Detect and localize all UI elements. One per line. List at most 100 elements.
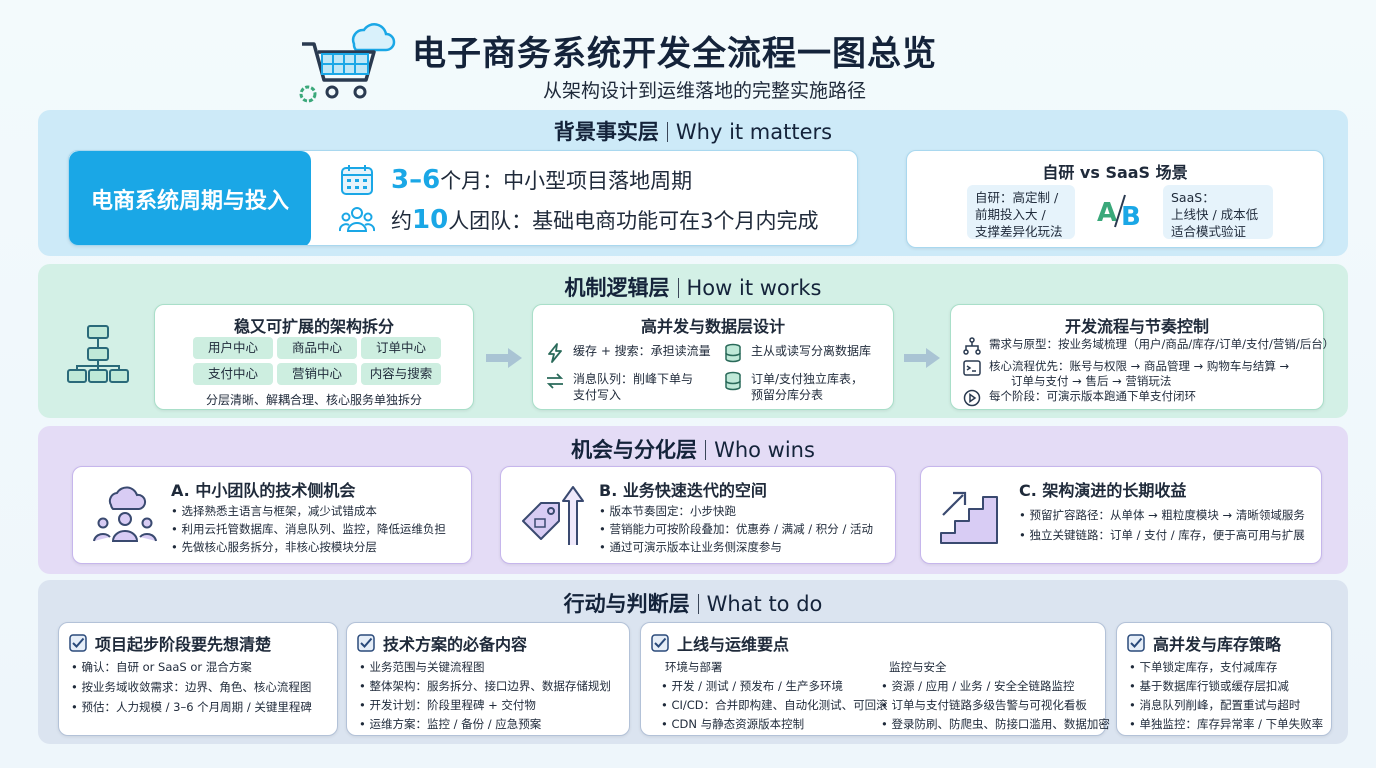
opp-a-item: • 利用云托管数据库、消息队列、监控，降低运维负担 (171, 522, 446, 536)
calendar-icon (341, 165, 373, 195)
saas-title: 自研 vs SaaS 场景 (1042, 163, 1188, 182)
hierarchy-icon (67, 325, 129, 383)
act-2-title: 技术方案的必备内容 (357, 631, 527, 655)
high-concurrency-card: 高并发与数据层设计 缓存 + 搜索：承担读流量 主从或读写分离数据库 消息队列：… (532, 304, 894, 410)
opp-c-item: • 预留扩容路径：从单体 → 粗粒度模块 → 清晰领域服务 (1019, 508, 1305, 522)
chip-payment-center: 支付中心 (193, 363, 273, 385)
dev-title: 开发流程与节奏控制 (1064, 317, 1209, 336)
act-3-title: 上线与运维要点 (651, 631, 789, 655)
page-subtitle: 从架构设计到运维落地的完整实施路径 (543, 80, 867, 102)
database-icon (725, 371, 741, 391)
act-4-item: • 下单锁定库存，支付减库存 (1129, 660, 1278, 674)
self-build-box: 自研：高定制 /前期投入大 /支撑差异化玩法 (967, 185, 1075, 239)
hc-item-sharding: 订单/支付独立库表，预留分库分表 (723, 371, 863, 403)
action-card-inventory: 高并发与库存策略 • 下单锁定库存，支付减库存 • 基于数据库行锁或缓存层扣减 … (1116, 622, 1332, 736)
ops-right-item: • 订单与支付链路多级告警与可视化看板 (881, 698, 1087, 712)
ops-left-item: • 开发 / 测试 / 预发布 / 生产多环境 (661, 679, 843, 693)
cart-cloud-icon (299, 23, 396, 103)
dev-item-milestone: 每个阶段：可演示版本跑通下单支付闭环 (963, 389, 1196, 407)
page-title: 电子商务系统开发全流程一图总览 (412, 34, 937, 74)
ops-left-item: • CDN 与静态资源版本控制 (661, 717, 805, 731)
action-card-ops: 上线与运维要点 环境与部署 • 开发 / 测试 / 预发布 / 生产多环境 • … (640, 622, 1110, 736)
opportunity-card-c: C. 架构演进的长期收益 • 预留扩容路径：从单体 → 粗粒度模块 → 清晰领域… (920, 466, 1322, 564)
tag-arrow-icon (522, 486, 584, 545)
self-vs-saas-card: 自研 vs SaaS 场景 自研：高定制 /前期投入大 /支撑差异化玩法 A B… (906, 150, 1324, 248)
a-b-compare-icon: A B (1097, 194, 1141, 232)
checkbox-icon (651, 634, 669, 652)
hc-item-mq: 消息队列：削峰下单与支付写入 (545, 371, 693, 403)
chip-product-center: 商品中心 (277, 337, 357, 359)
chip-user-center: 用户中心 (193, 337, 273, 359)
arrow-right-icon (486, 348, 522, 368)
opp-a-title: A. 中小团队的技术侧机会 (171, 481, 356, 500)
opp-b-title: B. 业务快速迭代的空间 (599, 481, 767, 500)
checkbox-icon (1127, 634, 1145, 652)
act-4-title: 高并发与库存策略 (1127, 631, 1281, 655)
cycle-team-row: 约 10 人团队：基础电商功能可在3个月内完成 (339, 203, 819, 237)
opp-a-item: • 先做核心服务拆分，非核心按模块分层 (171, 540, 377, 554)
opp-a-item: • 选择熟悉主语言与框架，减少试错成本 (171, 504, 377, 518)
exchange-icon (546, 373, 564, 389)
hc-item-db: 主从或读写分离数据库 (723, 343, 871, 363)
play-circle-icon (963, 389, 981, 407)
checkbox-icon (357, 634, 375, 652)
opportunity-card-b: B. 业务快速迭代的空间 • 版本节奏固定：小步快跑 • 营销能力可按阶段叠加：… (500, 466, 896, 564)
terminal-icon (963, 360, 981, 376)
chip-order-center: 订单中心 (361, 337, 441, 359)
act-2-item: • 业务范围与关键流程图 (359, 660, 485, 674)
ops-left-item: • CI/CD：合并即构建、自动化测试、可回滚 (661, 698, 888, 712)
opp-c-title: C. 架构演进的长期收益 (1019, 481, 1187, 500)
hc-item-cache: 缓存 + 搜索：承担读流量 (545, 343, 711, 363)
header: 电子商务系统开发全流程一图总览 从架构设计到运维落地的完整实施路径 (0, 8, 1376, 104)
ops-left-head: 环境与部署 (665, 660, 723, 674)
act-1-item: • 按业务域收敛需求：边界、角色、核心流程图 (71, 680, 312, 694)
ops-right-item: • 登录防刷、防爬虫、防接口滥用、数据加密 (881, 717, 1110, 731)
saas-box: SaaS：上线快 / 成本低适合模式验证 (1163, 185, 1273, 239)
architecture-card: 稳又可扩展的架构拆分 用户中心 商品中心 订单中心 支付中心 营销中心 内容与搜… (154, 304, 474, 410)
act-1-item: • 预估：人力规模 / 3–6 个月周期 / 关键里程碑 (71, 700, 312, 714)
chip-marketing-center: 营销中心 (277, 363, 357, 385)
ops-right-head: 监控与安全 (889, 660, 947, 674)
action-card-tech-plan: 技术方案的必备内容 • 业务范围与关键流程图 • 整体架构：服务拆分、接口边界、… (346, 622, 630, 736)
checkbox-icon (69, 634, 87, 652)
svg-text:B: B (1121, 202, 1141, 232)
opp-b-item: • 通过可演示版本让业务侧深度参与 (599, 540, 782, 554)
act-4-item: • 单独监控：库存异常率 / 下单失败率 (1129, 717, 1324, 731)
dev-item-requirements: 需求与原型：按业务域梳理（用户/商品/库存/订单/支付/营销/后台） (963, 337, 1334, 355)
arrow-right-icon (904, 348, 940, 368)
opp-b-item: • 营销能力可按阶段叠加：优惠券 / 满减 / 积分 / 活动 (599, 522, 873, 536)
stairs-growth-icon (940, 491, 998, 544)
act-1-title: 项目起步阶段要先想清楚 (69, 631, 271, 655)
opportunity-card-a: A. 中小团队的技术侧机会 • 选择熟悉主语言与框架，减少试错成本 • 利用云托… (72, 466, 472, 564)
chip-content-search: 内容与搜索 (361, 363, 441, 385)
act-2-item: • 整体架构：服务拆分、接口边界、数据存储规划 (359, 679, 611, 693)
arch-title: 稳又可扩展的架构拆分 (233, 317, 394, 336)
act-4-item: • 消息队列削峰，配置重试与超时 (1129, 698, 1301, 712)
sitemap-icon (963, 337, 981, 355)
cycle-tag: 电商系统周期与投入 (69, 151, 311, 245)
hc-title: 高并发与数据层设计 (640, 317, 785, 336)
act-2-item: • 开发计划：阶段里程碑 + 交付物 (359, 698, 536, 712)
cycle-investment-card: 电商系统周期与投入 3–6 个月：中小型项目落地周期 约 10 人团队：基础电 (68, 150, 858, 246)
cloud-team-icon (93, 486, 157, 542)
action-card-kickoff: 项目起步阶段要先想清楚 • 确认：自研 or SaaS or 混合方案 • 按业… (58, 622, 338, 736)
opp-b-item: • 版本节奏固定：小步快跑 (599, 504, 736, 518)
dev-process-card: 开发流程与节奏控制 需求与原型：按业务域梳理（用户/商品/库存/订单/支付/营销… (950, 304, 1334, 410)
ops-right-item: • 资源 / 应用 / 业务 / 安全全链路监控 (881, 679, 1075, 693)
svg-text:A: A (1097, 198, 1117, 228)
act-2-item: • 运维方案：监控 / 备份 / 应急预案 (359, 717, 542, 731)
database-icon (725, 343, 741, 363)
arch-foot: 分层清晰、解耦合理、核心服务单独拆分 (205, 393, 422, 407)
cycle-duration-row: 3–6 个月：中小型项目落地周期 (339, 163, 692, 197)
team-icon (339, 207, 375, 232)
lightning-icon (548, 343, 562, 363)
dev-item-core-flow: 核心流程优先：账号与权限 → 商品管理 → 购物车与结算 →订单与支付 → 售后… (963, 359, 1289, 389)
